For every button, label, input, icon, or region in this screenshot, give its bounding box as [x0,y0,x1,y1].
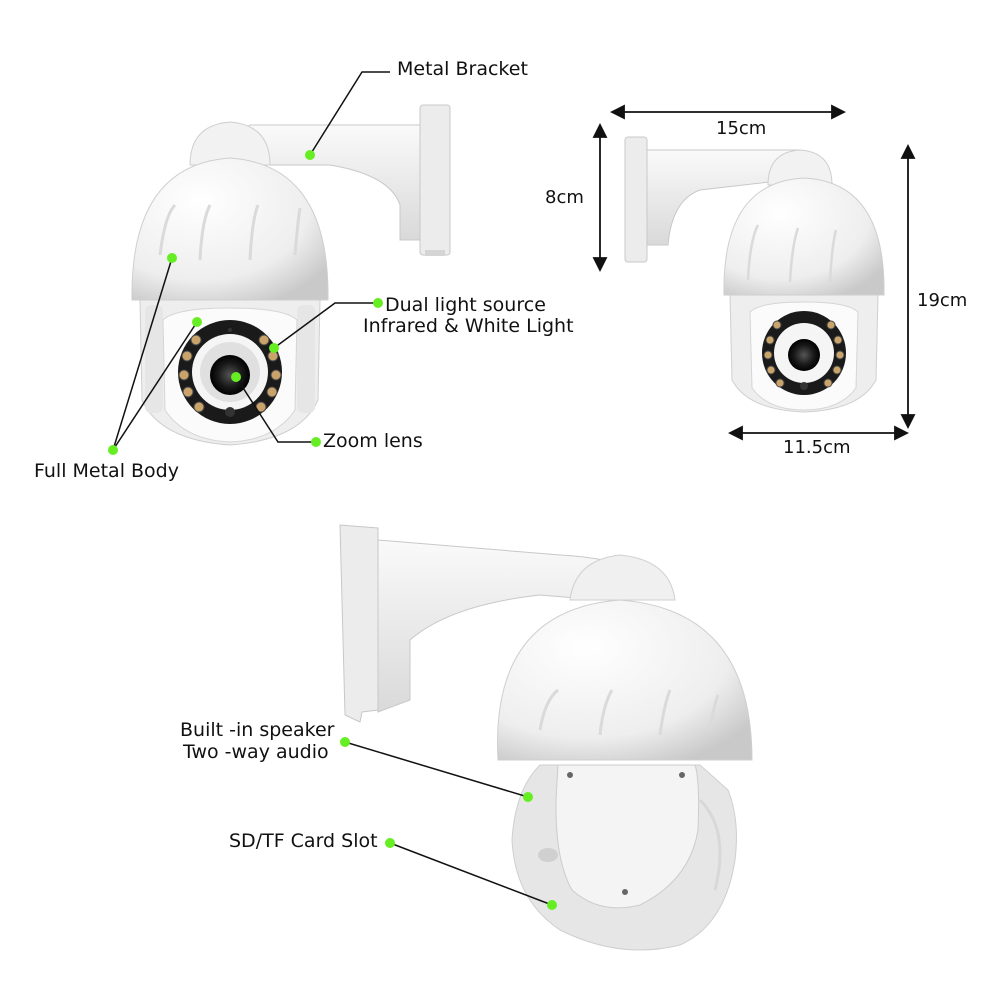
callout-dot-body-face [192,317,202,327]
label-speaker-line2: Two -way audio [183,741,329,763]
callout-dot-dual-light [269,343,279,353]
label-zoom-lens: Zoom lens [323,430,423,452]
label-dual-light-line2: Infrared & White Light [363,315,574,337]
callout-dot-body-dome [167,253,177,263]
callout-dot-bracket [305,150,315,160]
label-full-metal-body: Full Metal Body [34,460,179,482]
callout-lines-side [344,741,553,906]
callout-dot-zoom [231,372,241,382]
callout-dot-speaker-start [340,737,350,747]
callout-dot-speaker [523,792,533,802]
label-speaker-line1: Built -in speaker [180,719,335,741]
dimension-height-total: 19cm [917,290,968,311]
camera-dimension-view [624,136,885,413]
callout-dot-zoom-start [311,437,321,447]
label-sd-card-slot: SD/TF Card Slot [229,830,378,852]
callout-lines-front [112,71,390,451]
callout-dot-dual-light-start [373,298,383,308]
callout-dots-front [108,150,383,455]
dimension-arrows [592,104,916,441]
dimension-width-bracket: 15cm [716,118,767,139]
callout-dot-body-start [108,445,118,455]
callout-dot-sd [547,900,557,910]
camera-front-view [131,104,451,446]
label-metal-bracket: Metal Bracket [397,58,528,80]
dimension-height-bracket: 8cm [545,187,584,208]
callout-dot-sd-start [385,838,395,848]
dimension-width-dome: 11.5cm [783,437,851,458]
callout-dots-side [340,737,557,910]
label-dual-light-line1: Dual light source [385,294,546,316]
camera-side-view [339,524,753,951]
